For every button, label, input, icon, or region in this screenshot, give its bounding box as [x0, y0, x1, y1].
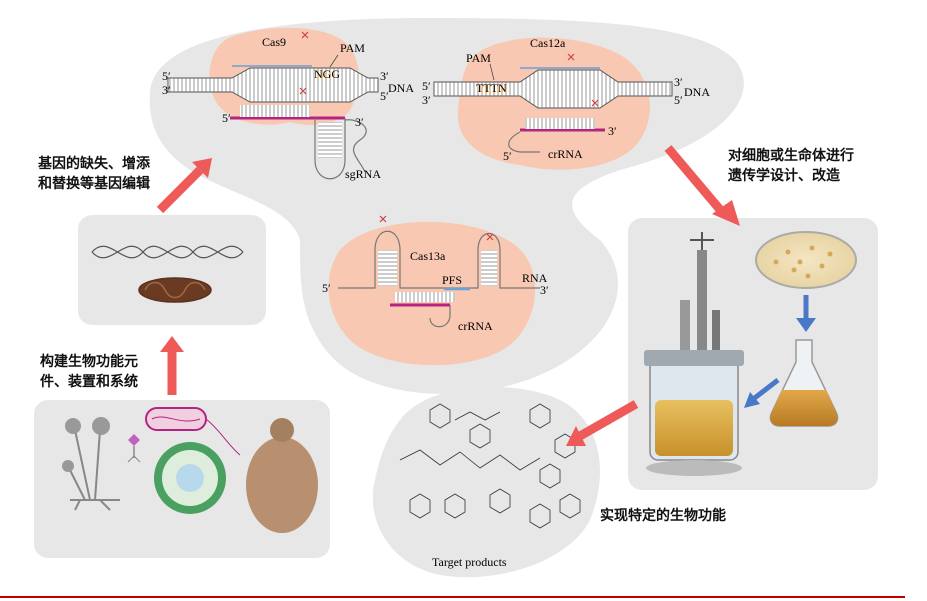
- genome-panel: [78, 215, 266, 325]
- bacterium-icon: [145, 407, 241, 456]
- cas12a-pam-label: PAM: [466, 51, 491, 65]
- scissors-icon: [486, 233, 494, 241]
- cas12a-complex: Cas12a PAM TTTN DNA 5′ 3′ 3′ 5′ 3′ 5′ cr…: [422, 36, 710, 170]
- sgrna-five-prime: 5′: [222, 111, 231, 125]
- genome-to-crispr-arrow: [156, 166, 204, 214]
- cas9-pam-seq: NGG: [314, 67, 340, 81]
- cas9-five-prime-top: 5′: [162, 69, 171, 83]
- sgrna-three-prime: 3′: [355, 115, 364, 129]
- flask-to-reactor-arrow: [750, 378, 780, 402]
- bioreactor-panel: [628, 218, 878, 490]
- caption-gene-edit-line2: 和替换等基因编辑: [38, 175, 150, 192]
- cas9-pam-label: PAM: [340, 41, 365, 55]
- crrna-three-prime: 3′: [608, 124, 617, 138]
- chromatin-icon: [138, 277, 212, 303]
- cas12a-three-prime-right: 3′: [674, 75, 683, 89]
- dna-helix-icon: [91, 245, 244, 259]
- molecule-structures: [399, 403, 581, 529]
- reactor-to-products-arrow: [577, 400, 639, 440]
- scissors-icon: [567, 53, 575, 61]
- caption-gene-edit-line1: 基因的缺失、增添: [38, 155, 151, 172]
- cas9-complex: Cas9 PAM NGG DNA 5′ 3′ 3′ 5′ 5′ 3′ sgRNA: [162, 27, 414, 181]
- cas9-title: Cas9: [262, 35, 286, 49]
- cas12a-title: Cas12a: [530, 36, 566, 50]
- sgrna-loop: [314, 118, 346, 180]
- target-products-panel: Target products: [372, 386, 600, 578]
- organisms-panel: [34, 400, 330, 558]
- cas12a-five-prime-right: 5′: [674, 93, 683, 107]
- bioreactor-icon: [644, 232, 744, 476]
- cas9-three-prime-right: 3′: [380, 69, 389, 83]
- flask-icon: [769, 339, 839, 427]
- caption-design-line2: 遗传学设计、改造: [727, 167, 840, 184]
- cas13a-five-prime: 5′: [322, 281, 331, 295]
- petri-dish-icon: [755, 231, 857, 289]
- cas12a-three-prime-left: 3′: [422, 93, 431, 107]
- plant-cell-icon: [154, 442, 226, 514]
- cas13a-pfs-label: PFS: [442, 273, 462, 287]
- scissors-icon: [299, 87, 307, 95]
- cas12a-pam-site: [478, 84, 508, 94]
- cas13a-crrna-label: crRNA: [458, 319, 493, 333]
- cas13a-title: Cas13a: [410, 249, 446, 263]
- caption-build-line1: 构建生物功能元: [40, 353, 138, 370]
- cas9-three-prime-left: 3′: [162, 83, 171, 97]
- caption-function: 实现特定的生物功能: [600, 507, 726, 524]
- crispr-to-design-arrow: [664, 145, 726, 215]
- cas9-five-prime-right: 5′: [380, 89, 389, 103]
- phage-icon: [127, 434, 141, 463]
- cas13a-rna-label: RNA: [522, 271, 548, 285]
- cas12a-pam-seq: TTTN: [476, 81, 507, 95]
- scissors-icon: [301, 31, 309, 39]
- scissors-icon: [379, 215, 387, 223]
- cas13a-three-prime: 3′: [540, 283, 549, 297]
- fungus-icon: [62, 417, 120, 511]
- yeast-icon: [246, 418, 318, 533]
- cas13a-target-rna: [338, 230, 540, 289]
- cas12a-dna-duplex: [433, 69, 673, 109]
- cas9-dna-label: DNA: [388, 81, 414, 95]
- cas12a-five-prime-left: 5′: [422, 79, 431, 93]
- cas12a-crrna-label: crRNA: [548, 147, 583, 161]
- target-products-label: Target products: [432, 555, 507, 569]
- crrna-five-prime: 5′: [503, 149, 512, 163]
- red-arrows: [156, 145, 740, 446]
- cas13a-complex: Cas13a PFS RNA 5′ 3′ crRNA: [322, 215, 549, 366]
- cas12a-dna-label: DNA: [684, 85, 710, 99]
- caption-design-line1: 对细胞或生命体进行: [728, 147, 854, 164]
- sgrna-label: sgRNA: [345, 167, 381, 181]
- cas9-pam-site: [316, 70, 334, 79]
- scissors-icon: [591, 99, 599, 107]
- caption-build-line2: 件、装置和系统: [40, 373, 138, 390]
